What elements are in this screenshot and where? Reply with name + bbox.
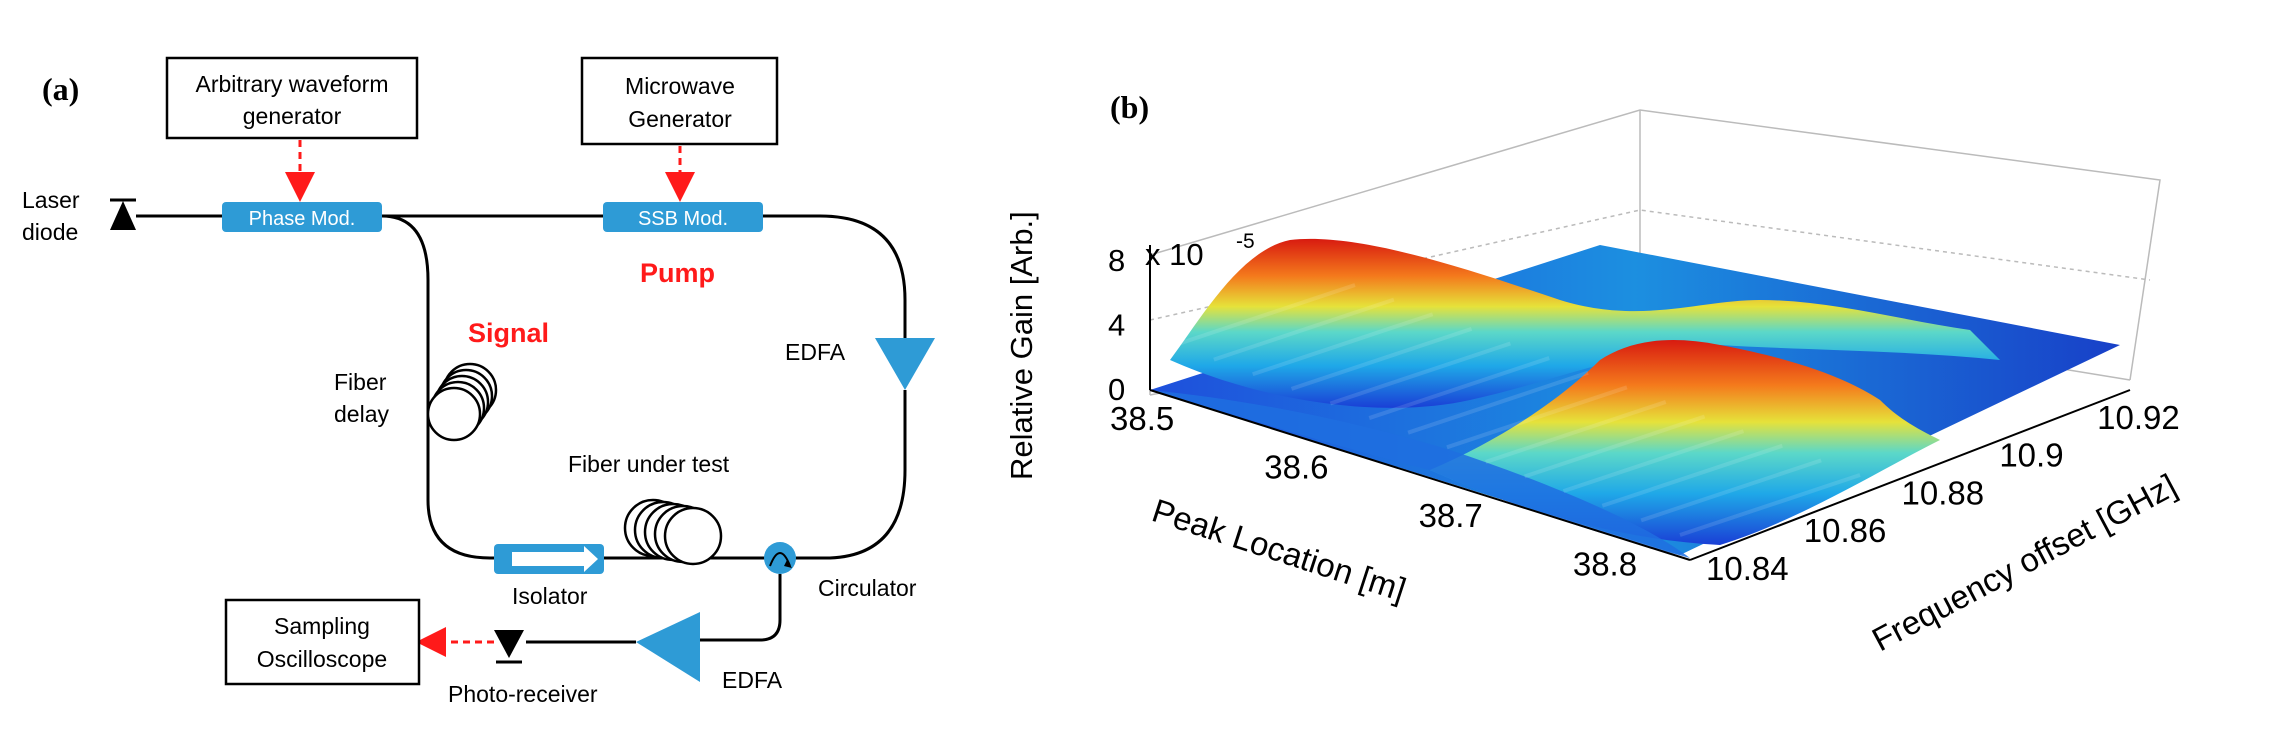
isolator-label: Isolator [512,583,588,609]
x-tick-label: 38.7 [1419,497,1483,534]
y-tick-label: 10.9 [1999,437,2063,474]
surface-texture-line [1601,443,1783,508]
gain-surface [1150,238,2000,558]
microwave-box [580,56,779,146]
y-tick-label: 10.84 [1706,550,1789,587]
surface-texture-line [1368,356,1550,420]
photo-receiver-label: Photo-receiver [448,681,598,707]
microwave-label-line2: Generator [628,106,732,132]
circulator-label: Circulator [818,575,917,601]
fiber-signal-path [381,214,494,560]
z-exponent-power: -5 [1236,230,1255,253]
fiber-delay-label-line2: delay [334,401,389,427]
y-ticks: 10.84 10.86 10.88 10.9 10.92 [1706,399,2180,587]
x-ticks: 38.5 38.6 38.7 38.8 [1110,400,1637,583]
oscilloscope-label-line1: Sampling [274,613,370,639]
x-tick-label: 38.5 [1110,400,1174,437]
gain-peak-ridge [1170,238,2000,408]
panel-a: (a) Arbitrary waveform generator Microwa… [22,56,935,707]
signal-label: Signal [468,318,549,348]
y-tick-label: 10.88 [1902,474,1985,511]
awg-label-line1: Arbitrary waveform [196,71,389,97]
fiber-delay-spool-icon [426,362,498,442]
circulator-icon [764,542,796,574]
surface-texture-line [1213,297,1395,362]
panel-a-label: (a) [42,71,79,107]
y-tick-label: 10.86 [1804,512,1887,549]
x-axis-label: Peak Location [m] [1148,491,1411,608]
phase-mod-box [222,202,382,232]
fiber-under-test-label: Fiber under test [568,451,730,477]
surface-texture-line [1329,341,1512,406]
awg-box [165,56,419,140]
fiber-delay-label-line1: Fiber [334,369,387,395]
surface-texture-line [1562,429,1745,494]
x-tick-label: 38.8 [1573,546,1637,583]
fiber-circulator-to-edfa [698,574,782,642]
awg-label-line2: generator [243,103,342,129]
laser-diode-icon [110,198,136,230]
fiber-edfa-to-circulator [795,390,907,560]
oscilloscope-label-line2: Oscilloscope [257,646,387,672]
z-tick-label: 0 [1108,372,1125,407]
ssb-mod-box [603,202,763,232]
panel-b: (b) Relative Gain [Arb.] x 10 -5 0 4 8 38.… [1004,89,2182,658]
surface-texture-line [1640,458,1822,523]
surface-texture-line [1679,473,1861,537]
y-tick-label: 10.92 [2097,399,2180,436]
x-tick-label: 38.6 [1264,449,1328,486]
fiber-pump-path [763,214,907,340]
surface-texture-line [1523,414,1706,479]
edfa-bottom-icon [636,612,700,682]
edfa-bottom-label: EDFA [722,667,783,693]
surface-texture-line [1252,312,1434,377]
surface-texture-line [1485,400,1667,464]
surface-texture-line [1174,283,1356,347]
panel-b-label: (b) [1110,89,1149,125]
plot-axes [1149,245,2131,561]
isolator-arrow-icon [512,546,598,572]
surface-texture-line [1407,370,1589,435]
phase-mod-label: Phase Mod. [249,208,356,230]
pump-label: Pump [640,258,715,288]
oscilloscope-box [224,598,421,686]
ssb-mod-label: SSB Mod. [638,208,728,230]
photo-receiver-icon [494,630,524,664]
fiber-under-test-spool-icon [623,498,723,566]
laser-label-line1: Laser [22,187,80,213]
z-exponent: x 10 [1145,237,1204,272]
edfa-top-label: EDFA [785,339,846,365]
microwave-label-line1: Microwave [625,73,735,99]
z-axis-label: Relative Gain [Arb.] [1004,211,1039,480]
surface-texture-line [1446,385,1628,450]
z-tick-label: 4 [1108,308,1125,343]
edfa-top-icon [875,338,935,390]
surface-texture-line [1290,326,1473,391]
z-ticks: 0 4 8 [1108,243,1125,407]
z-tick-label: 8 [1108,243,1125,278]
surface-skirt [1150,390,1690,558]
laser-label-line2: diode [22,219,78,245]
